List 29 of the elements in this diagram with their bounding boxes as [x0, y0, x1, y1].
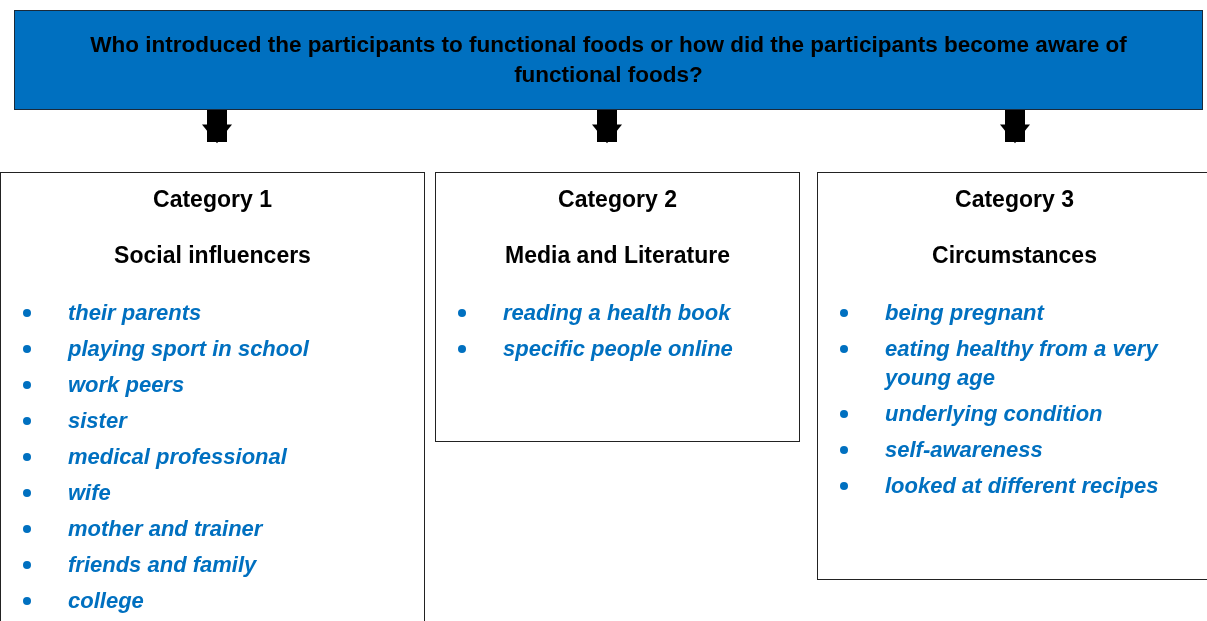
category-panel: [0, 172, 425, 621]
category-title: Media and Literature: [505, 241, 730, 269]
list-item: being pregnant: [885, 299, 1044, 327]
list-item: college: [68, 587, 144, 615]
list-item: underlying condition: [885, 400, 1103, 428]
question-text: Who introduced the participants to functional foods or how did the participants become aware of functional foods?: [89, 31, 1128, 89]
arrow: [202, 110, 232, 144]
list-item: mother and trainer: [68, 515, 263, 543]
category-heading: Category 2: [558, 185, 677, 213]
list-item: specific people online: [503, 335, 733, 363]
list-item: playing sport in school: [68, 335, 309, 363]
arrow: [1000, 110, 1030, 144]
list-item: self-awareness: [885, 436, 1043, 464]
list-item: reading a health book: [503, 299, 731, 327]
list-item: looked at different recipes: [885, 472, 1159, 500]
list-item: sister: [68, 407, 127, 435]
category-heading: Category 3: [955, 185, 1074, 213]
category-title: Social influencers: [114, 241, 311, 269]
list-item: wife: [68, 479, 111, 507]
list-item: medical professional: [68, 443, 287, 471]
list-item: their parents: [68, 299, 202, 327]
category-heading: Category 1: [153, 185, 272, 213]
question-box: [14, 10, 1203, 110]
arrow: [592, 110, 622, 144]
category-panel: [435, 172, 800, 442]
list-item: work peers: [68, 371, 185, 399]
list-item: friends and family: [68, 551, 257, 579]
category-title: Circumstances: [932, 241, 1097, 269]
category-panel: [817, 172, 1207, 580]
